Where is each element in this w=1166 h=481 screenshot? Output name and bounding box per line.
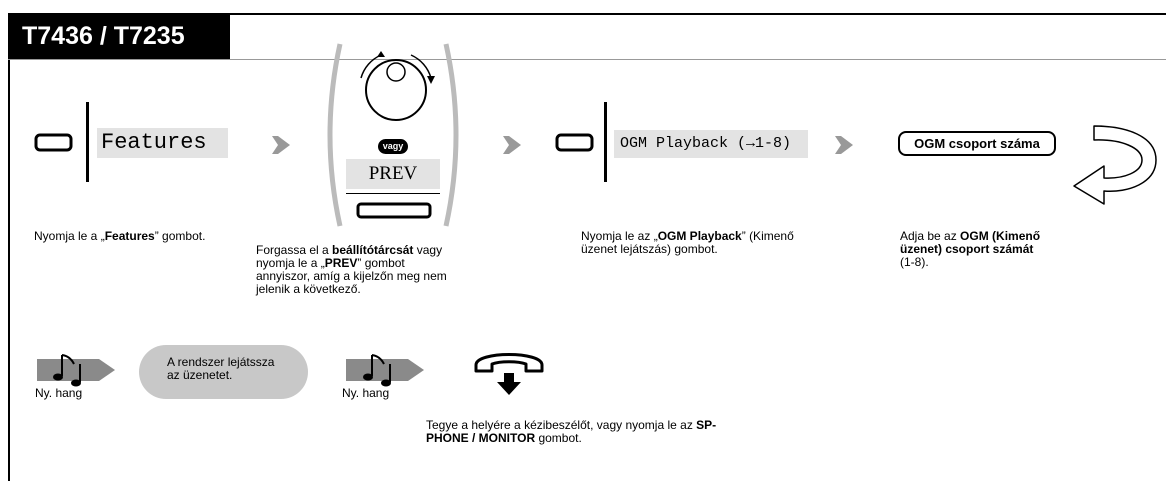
- playback-text: A rendszer lejátssza az üzenetet.: [167, 355, 275, 382]
- group-description: Adja be az OGM (Kimenő üzenet) csoport s…: [900, 229, 1041, 269]
- frame-top-border: [8, 13, 1166, 15]
- prev-key-icon[interactable]: [355, 201, 435, 221]
- handset-hangup-icon[interactable]: [470, 345, 548, 399]
- return-arrow-icon: [1073, 125, 1157, 205]
- music-note-icon: [53, 354, 81, 387]
- music-note-icon: [363, 354, 391, 387]
- jog-dial-group: [327, 43, 459, 227]
- ogm-key-icon[interactable]: [555, 133, 595, 153]
- features-key-icon[interactable]: [34, 133, 74, 153]
- jog-description: Forgassa el a beállítótárcsát vagy nyomj…: [256, 243, 447, 296]
- prev-display: PREV: [346, 159, 440, 189]
- hangup-description: Tegye a helyére a kézibeszélőt, vagy nyo…: [426, 418, 717, 445]
- display-divider: [86, 102, 89, 182]
- jog-dial-icon[interactable]: [355, 48, 437, 130]
- next-arrow-icon: [503, 136, 521, 154]
- page-title: T7436 / T7235: [8, 13, 230, 59]
- frame-left-border: [8, 13, 10, 481]
- display-divider: [604, 102, 607, 182]
- tone-label: Ny. hang: [342, 386, 390, 400]
- next-arrow-icon: [835, 136, 853, 154]
- features-description: Nyomja le a „Features” gombot.: [34, 229, 206, 243]
- features-display: Features: [97, 128, 228, 158]
- next-arrow-icon: [272, 136, 290, 154]
- or-badge: vagy: [378, 139, 408, 154]
- group-number-box[interactable]: OGM csoport száma: [898, 131, 1056, 156]
- tone-label: Ny. hang: [35, 386, 83, 400]
- prev-underline: [346, 193, 440, 194]
- ogm-display: OGM Playback (→1-8): [614, 130, 808, 158]
- ogm-description: Nyomja le az „OGM Playback” (Kimenő üzen…: [581, 229, 794, 256]
- title-rule: [8, 59, 1166, 60]
- playback-bubble: A rendszer lejátssza az üzenetet.: [139, 345, 308, 399]
